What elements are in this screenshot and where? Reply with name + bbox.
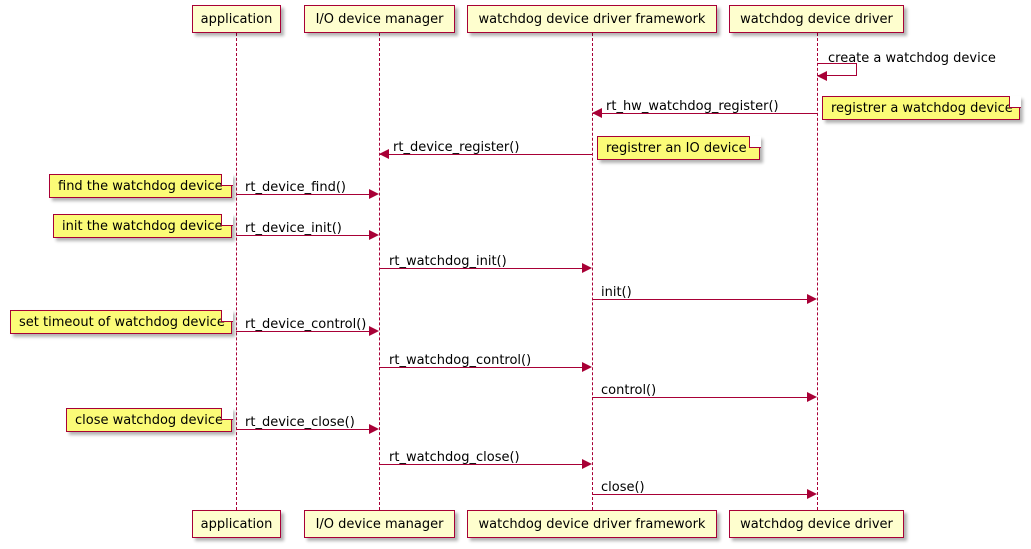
participant-footer-io-device-manager[interactable]: I/O device manager	[304, 510, 455, 538]
arrowhead-rt-watchdog-control	[582, 362, 592, 372]
note-fold-corner	[1008, 95, 1021, 108]
arrowhead-rt-device-init	[369, 230, 379, 240]
message-line-close	[592, 494, 807, 495]
note-init-the-watchdog-device: init the watchdog device	[53, 213, 233, 238]
note-text: init the watchdog device	[62, 218, 223, 234]
note-fold-corner	[220, 173, 233, 186]
note-registrer-a-watchdog-device: registrer a watchdog device	[822, 95, 1021, 120]
message-line-init	[592, 299, 807, 300]
message-line-rt-device-find	[236, 194, 369, 195]
message-label-control: control()	[601, 383, 657, 398]
note-text: registrer an IO device	[606, 140, 747, 156]
message-label-rt-device-control: rt_device_control()	[245, 317, 367, 332]
message-label-rt-watchdog-close: rt_watchdog_close()	[389, 450, 520, 465]
message-label-create-a-watchdog-device: create a watchdog device	[828, 51, 996, 66]
note-fold-corner	[220, 309, 233, 322]
participant-footer-watchdog-framework[interactable]: watchdog device driver framework	[467, 510, 717, 538]
arrowhead-rt-device-control	[369, 326, 379, 336]
note-text: find the watchdog device	[58, 178, 223, 194]
message-label-rt-device-find: rt_device_find()	[245, 180, 346, 195]
message-line-rt-device-register	[379, 154, 592, 155]
participant-header-watchdog-driver[interactable]: watchdog device driver	[729, 5, 904, 33]
participant-header-application[interactable]: application	[192, 5, 281, 33]
arrowhead-rt-device-register	[379, 149, 389, 159]
lifeline-application	[236, 33, 237, 510]
message-label-rt-device-register: rt_device_register()	[393, 140, 520, 155]
message-label-rt-device-init: rt_device_init()	[245, 221, 342, 236]
message-line-rt-device-close	[236, 429, 369, 430]
note-text: set timeout of watchdog device	[19, 314, 225, 330]
note-registrer-an-io-device: registrer an IO device	[597, 135, 761, 160]
message-line-rt-watchdog-control	[379, 367, 582, 368]
participant-header-io-device-manager[interactable]: I/O device manager	[304, 5, 455, 33]
arrowhead-close	[807, 489, 817, 499]
message-label-rt-watchdog-init: rt_watchdog_init()	[389, 254, 507, 269]
arrowhead-rt-watchdog-init	[582, 263, 592, 273]
message-label-rt-watchdog-control: rt_watchdog_control()	[389, 353, 532, 368]
message-label-rt-hw-watchdog-register: rt_hw_watchdog_register()	[606, 99, 779, 114]
note-fold-corner	[220, 213, 233, 226]
note-close-watchdog-device: close watchdog device	[66, 407, 233, 432]
message-self-create-a-watchdog-device	[817, 63, 857, 76]
arrowhead-rt-device-find	[369, 189, 379, 199]
arrowhead-create-a-watchdog-device	[817, 71, 827, 81]
participant-header-watchdog-framework[interactable]: watchdog device driver framework	[467, 5, 717, 33]
arrowhead-init	[807, 294, 817, 304]
message-line-rt-device-init	[236, 235, 369, 236]
lifeline-watchdog-framework	[592, 33, 593, 510]
lifeline-io-device-manager	[379, 33, 380, 510]
participant-footer-watchdog-driver[interactable]: watchdog device driver	[729, 510, 904, 538]
message-line-rt-hw-watchdog-register	[592, 113, 817, 114]
arrowhead-rt-hw-watchdog-register	[592, 108, 602, 118]
note-set-timeout-of-watchdog-device: set timeout of watchdog device	[10, 309, 233, 334]
message-line-rt-device-control	[236, 331, 369, 332]
lifeline-watchdog-driver	[817, 33, 818, 510]
message-label-rt-device-close: rt_device_close()	[245, 415, 355, 430]
note-find-the-watchdog-device: find the watchdog device	[49, 173, 233, 198]
message-label-close: close()	[601, 480, 645, 495]
note-text: registrer a watchdog device	[831, 100, 1013, 116]
participant-footer-application[interactable]: application	[192, 510, 281, 538]
arrowhead-control	[807, 392, 817, 402]
note-fold-corner	[748, 135, 761, 148]
note-text: close watchdog device	[75, 412, 223, 428]
arrowhead-rt-watchdog-close	[582, 459, 592, 469]
message-line-rt-watchdog-close	[379, 464, 582, 465]
message-line-control	[592, 397, 807, 398]
message-line-rt-watchdog-init	[379, 268, 582, 269]
arrowhead-rt-device-close	[369, 424, 379, 434]
message-label-init: init()	[601, 285, 632, 300]
note-fold-corner	[220, 407, 233, 420]
